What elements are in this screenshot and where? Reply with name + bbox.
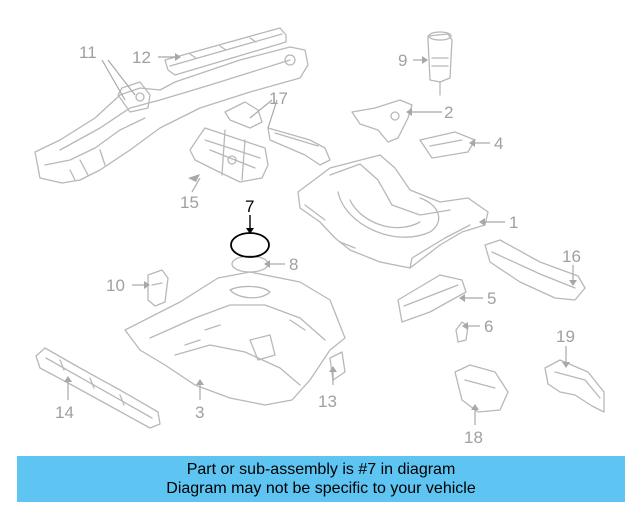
part-8-pad	[231, 255, 269, 273]
part-1-rear-floor-pan	[297, 154, 489, 269]
callout-5[interactable]: 5	[487, 289, 496, 308]
part-7-plug-highlighted	[230, 232, 270, 258]
leader-arrowheads	[64, 53, 577, 410]
part-15-bracket-assembly	[189, 127, 269, 183]
banner-line-2: Diagram may not be specific to your vehi…	[166, 480, 476, 497]
leader-lines	[67, 56, 574, 425]
callout-2[interactable]: 2	[444, 103, 453, 122]
callout-14[interactable]: 14	[55, 403, 74, 422]
callout-4[interactable]: 4	[494, 134, 503, 153]
callout-9[interactable]: 9	[398, 51, 407, 70]
part-13-bracket	[329, 351, 346, 381]
callout-12[interactable]: 12	[132, 48, 151, 67]
part-14-side-sill	[35, 347, 161, 429]
callout-10[interactable]: 10	[106, 276, 125, 295]
callout-11[interactable]: 11	[79, 43, 97, 62]
callout-16[interactable]: 16	[562, 247, 581, 266]
callout-13[interactable]: 13	[318, 392, 337, 411]
callout-19[interactable]: 19	[556, 327, 575, 346]
part-11-side-member	[34, 46, 309, 184]
part-16-cross-member	[484, 239, 586, 301]
part-12-rail	[164, 27, 287, 76]
part-4-plate	[419, 131, 476, 159]
part-10-bracket	[147, 269, 169, 307]
part-6-clip	[455, 321, 469, 343]
callout-15[interactable]: 15	[180, 193, 199, 212]
callout-numbers: 11 12 17 15 9 2 4 1 16 5 6 19 18 10 3 13…	[55, 43, 581, 447]
callout-17[interactable]: 17	[269, 89, 288, 108]
part-18-panel	[454, 364, 509, 413]
part-5-member	[397, 274, 467, 323]
part-17-bracket	[224, 101, 331, 166]
callout-6[interactable]: 6	[484, 317, 493, 336]
part-19-bracket	[544, 359, 605, 413]
parts-diagram: 11 12 17 15 9 2 4 1 16 5 6 19 18 10 3 13…	[34, 27, 605, 447]
callout-7[interactable]: 7	[245, 197, 254, 216]
callout-8[interactable]: 8	[289, 255, 298, 274]
part-2-bracket	[351, 99, 413, 143]
part-9-jack	[427, 31, 453, 96]
info-banner: Part or sub-assembly is #7 in diagram Di…	[17, 456, 625, 502]
callout-1[interactable]: 1	[509, 213, 518, 232]
part-3-floor-pan	[124, 271, 346, 406]
callout-18[interactable]: 18	[464, 428, 483, 447]
callout-3[interactable]: 3	[195, 403, 204, 422]
banner-line-1: Part or sub-assembly is #7 in diagram	[186, 461, 456, 478]
